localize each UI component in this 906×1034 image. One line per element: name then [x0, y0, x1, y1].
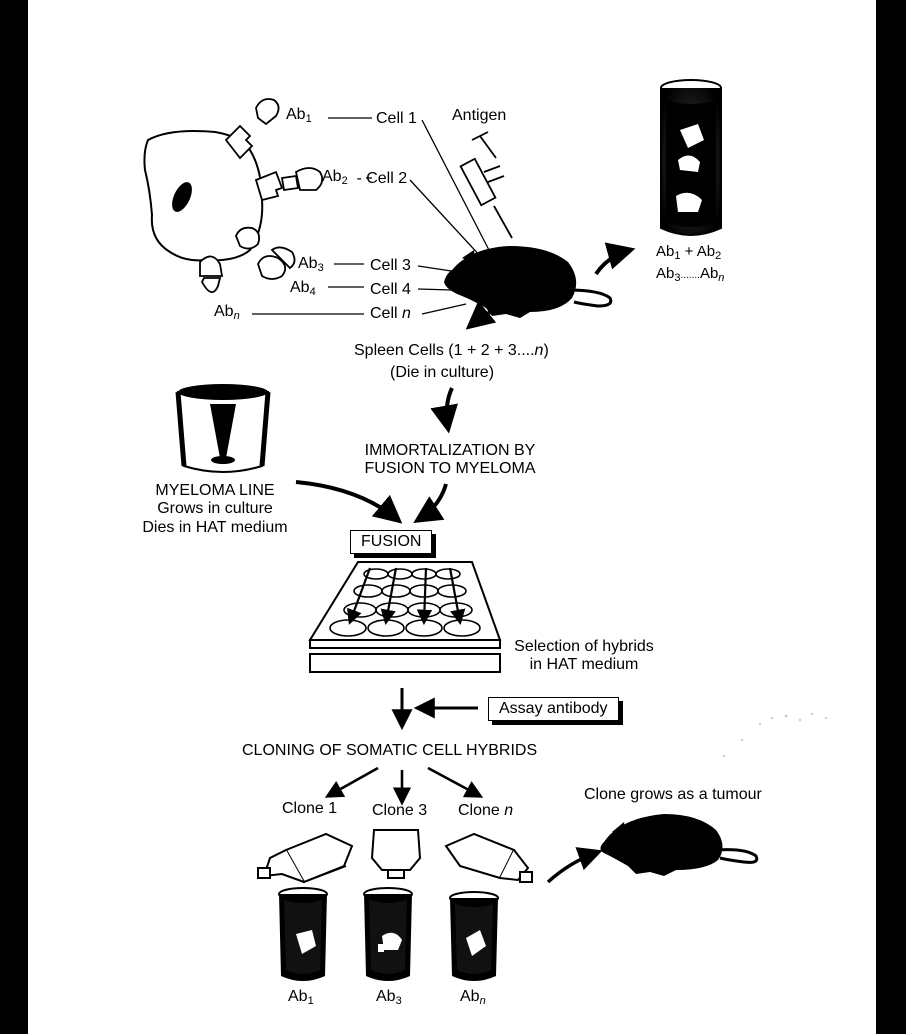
mouse-icon — [444, 246, 613, 318]
tube-abn-icon — [449, 891, 499, 981]
arrow-to-tumour — [546, 847, 603, 884]
label-selection-of-hybrids: Selection of hybrids in HAT medium — [514, 638, 654, 674]
arrow-myeloma-to-fusion — [295, 480, 403, 524]
label-cell-1: Cell 1 — [376, 110, 417, 127]
scan-noise — [723, 713, 827, 757]
tube-ab1-icon — [278, 887, 328, 981]
label-ab3: Ab3 — [298, 255, 324, 274]
label-clone-1: Clone 1 — [282, 800, 338, 817]
label-immortalization: IMMORTALIZATION BY FUSION TO MYELOMA — [364, 442, 536, 478]
surface-antibodies-icon — [199, 98, 324, 293]
label-bottom-abn: Abn — [460, 988, 486, 1007]
arrow-to-serum — [594, 242, 636, 276]
label-spleen-cells: Spleen Cells (1 + 2 + 3....n) — [354, 342, 549, 359]
serum-tube-icon — [660, 79, 722, 236]
label-bottom-ab1: Ab1 — [288, 988, 314, 1007]
label-cloning: CLONING OF SOMATIC CELL HYBRIDS — [242, 742, 538, 759]
distribution-arrows — [347, 567, 466, 626]
label-bottom-ab3: Ab3 — [376, 988, 402, 1007]
label-abn: Abn — [214, 303, 240, 322]
label-ab1: Ab1 — [286, 106, 312, 125]
label-serum-1: Ab1 + Ab2 — [656, 243, 722, 262]
syringe-icon — [459, 131, 513, 239]
label-serum-2: Ab3.......Abn — [656, 265, 725, 284]
label-antigen: Antigen — [452, 107, 507, 124]
cell-nucleus — [172, 182, 192, 212]
label-cell-n: Cell n — [370, 305, 411, 322]
arrow-immortalization-to-fusion — [413, 483, 448, 524]
label-clone-3: Clone 3 — [372, 802, 428, 819]
arrow-spleen-down — [430, 387, 458, 434]
label-myeloma-line: MYELOMA LINE Grows in culture Dies in HA… — [142, 482, 288, 536]
cloning-arrows — [324, 766, 484, 806]
fusion-box: FUSION — [350, 530, 433, 555]
label-cell-2: - Cell 2 — [352, 170, 408, 187]
label-cell-3: Cell 3 — [370, 257, 411, 274]
label-ab2: Ab2 — [322, 168, 348, 187]
flask-clone-n-icon — [444, 832, 533, 883]
label-cell-4: Cell 4 — [370, 281, 411, 298]
leader-lines — [252, 117, 491, 315]
flask-clone-3-icon — [370, 829, 422, 879]
tube-ab3-icon — [363, 887, 413, 981]
arrow-to-spleen — [465, 300, 499, 330]
flask-clone-1-icon — [257, 832, 354, 884]
tumour-mouse-icon — [600, 814, 759, 876]
label-tumour: Clone grows as a tumour — [584, 786, 762, 803]
label-die-in-culture: (Die in culture) — [390, 364, 495, 381]
myeloma-flask-icon — [175, 384, 271, 473]
label-ab4: Ab4 — [290, 279, 316, 298]
culture-plate-icon — [308, 561, 502, 673]
assay-antibody-box: Assay antibody — [488, 697, 619, 722]
label-clone-n: Clone n — [458, 802, 514, 819]
